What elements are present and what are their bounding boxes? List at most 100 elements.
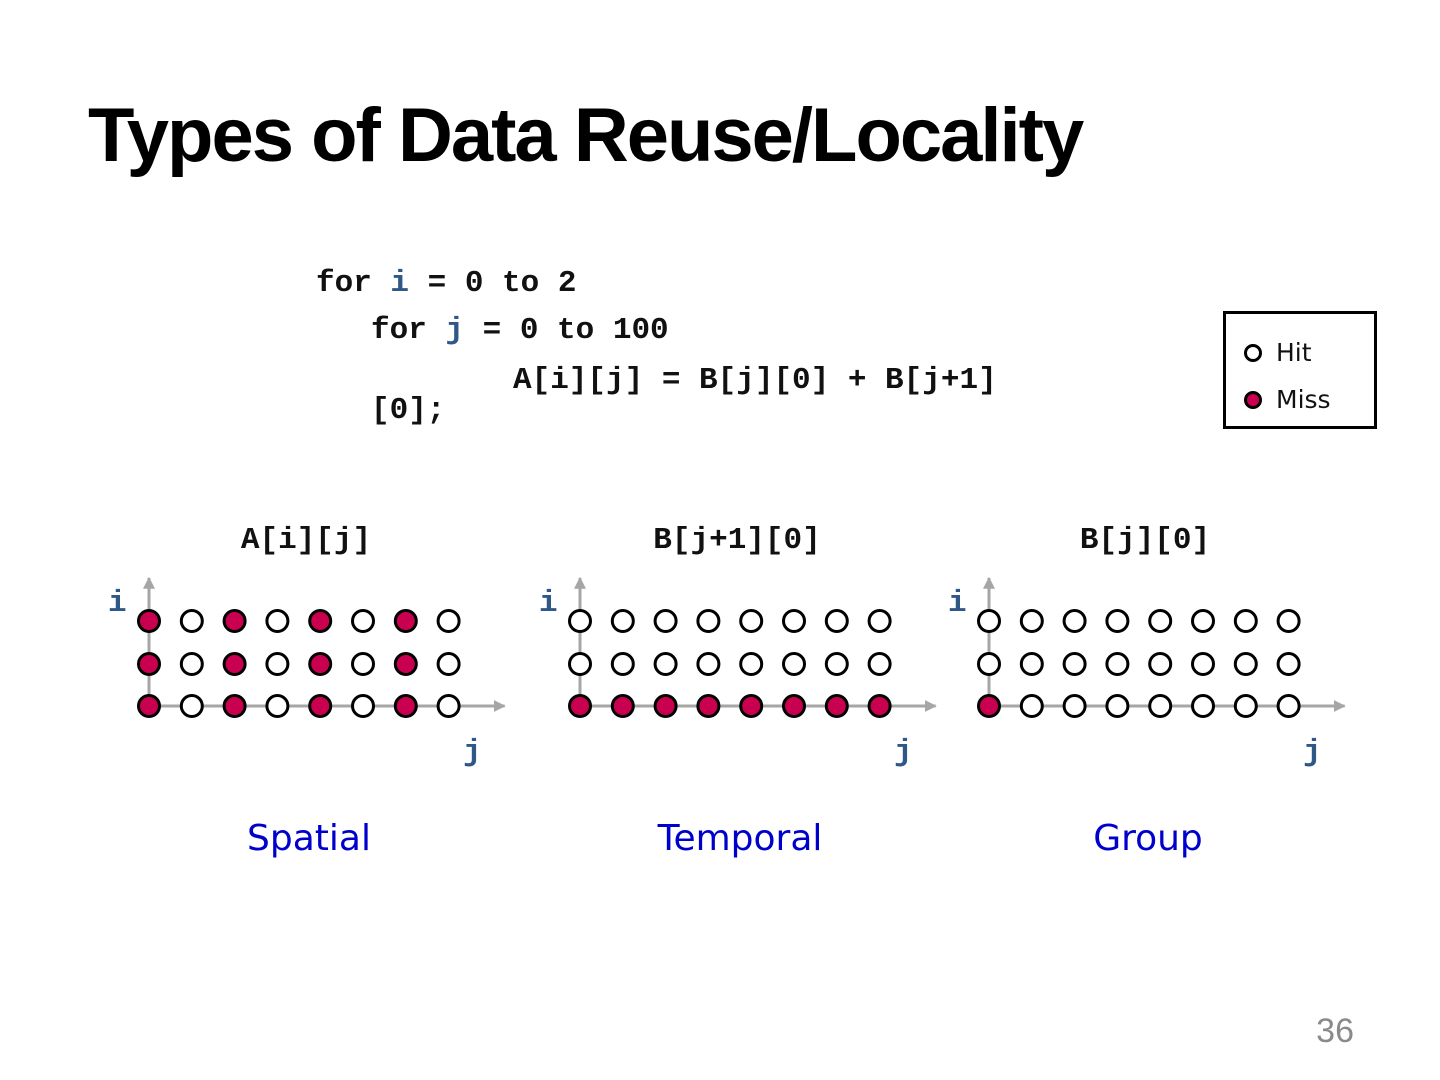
- miss-access-dot: [867, 694, 892, 718]
- miss-access-dot: [222, 609, 247, 633]
- reuse-type-caption: Temporal: [657, 818, 823, 859]
- miss-access-dot: [393, 609, 418, 633]
- i-axis-label: i: [108, 586, 127, 621]
- miss-marker-icon: [1244, 390, 1262, 409]
- legend-miss-label: Miss: [1276, 385, 1331, 414]
- panel-heading: B[j][0]: [1080, 523, 1210, 558]
- code-text: = 0 to 100: [464, 313, 669, 348]
- miss-access-dot: [222, 652, 247, 676]
- hit-access-dot: [1233, 694, 1258, 718]
- j-axis-label: j: [1303, 735, 1322, 770]
- code-keyword: for: [371, 313, 446, 348]
- hit-access-dot: [179, 609, 204, 633]
- hit-access-dot: [1233, 652, 1258, 676]
- panel-heading: A[i][j]: [241, 523, 371, 558]
- page-number: 36: [1316, 1012, 1354, 1050]
- hit-access-dot: [824, 609, 849, 633]
- hit-access-dot: [977, 652, 1001, 676]
- hit-access-dot: [1105, 694, 1130, 718]
- miss-access-dot: [308, 609, 333, 633]
- hit-access-dot: [436, 652, 461, 676]
- legend-hit-label: Hit: [1276, 338, 1312, 367]
- hit-access-dot: [867, 609, 892, 633]
- hit-access-dot: [1191, 609, 1215, 633]
- hit-access-dot: [1062, 694, 1087, 718]
- j-axis-label: j: [894, 735, 913, 770]
- hit-access-dot: [696, 609, 721, 633]
- i-axis-label: i: [948, 586, 967, 621]
- hit-access-dot: [867, 652, 892, 676]
- hit-access-dot: [265, 652, 290, 676]
- hit-access-dot: [436, 694, 461, 718]
- hit-access-dot: [351, 694, 375, 718]
- hit-access-dot: [1062, 609, 1087, 633]
- miss-access-dot: [393, 694, 418, 718]
- hit-access-dot: [436, 609, 461, 633]
- i-axis-label: i: [539, 586, 558, 621]
- hit-access-dot: [739, 652, 764, 676]
- code-line-statement: A[i][j] = B[j][0] + B[j+1]: [513, 363, 997, 398]
- reuse-type-caption: Spatial: [247, 818, 371, 859]
- hit-access-dot: [782, 609, 806, 633]
- hit-access-dot: [351, 652, 375, 676]
- hit-access-dot: [1062, 652, 1087, 676]
- miss-access-dot: [610, 694, 635, 718]
- j-axis-label: j: [463, 735, 482, 770]
- hit-access-dot: [1148, 694, 1173, 718]
- panel-heading: B[j+1][0]: [653, 523, 820, 558]
- hit-access-dot: [1276, 652, 1301, 676]
- code-line-statement-wrap: [0];: [371, 393, 446, 428]
- reuse-type-caption: Group: [1093, 818, 1203, 859]
- hit-access-dot: [1148, 652, 1173, 676]
- miss-access-dot: [782, 694, 806, 718]
- code-var-i: i: [390, 266, 410, 301]
- miss-access-dot: [739, 694, 764, 718]
- code-var-j: j: [445, 313, 465, 348]
- hit-access-dot: [1105, 609, 1130, 633]
- hit-access-dot: [1191, 694, 1215, 718]
- hit-access-dot: [782, 652, 806, 676]
- miss-access-dot: [137, 694, 161, 718]
- miss-access-dot: [653, 694, 678, 718]
- miss-access-dot: [308, 694, 333, 718]
- hit-access-dot: [1019, 652, 1044, 676]
- hit-access-dot: [610, 652, 635, 676]
- hit-access-dot: [568, 609, 592, 633]
- miss-access-dot: [568, 694, 592, 718]
- hit-access-dot: [1148, 609, 1173, 633]
- hit-access-dot: [977, 609, 1001, 633]
- hit-access-dot: [653, 609, 678, 633]
- miss-access-dot: [308, 652, 333, 676]
- miss-access-dot: [222, 694, 247, 718]
- code-text: = 0 to 2: [409, 266, 577, 301]
- slide-title: Types of Data Reuse/Locality: [88, 93, 1084, 178]
- code-keyword: for: [316, 266, 391, 301]
- hit-access-dot: [696, 652, 721, 676]
- hit-access-dot: [1105, 652, 1130, 676]
- hit-access-dot: [1191, 652, 1215, 676]
- hit-access-dot: [1019, 609, 1044, 633]
- hit-access-dot: [179, 652, 204, 676]
- hit-access-dot: [1233, 609, 1258, 633]
- hit-access-dot: [265, 694, 290, 718]
- code-line-inner-loop: for j = 0 to 100: [371, 315, 669, 346]
- hit-access-dot: [653, 652, 678, 676]
- miss-access-dot: [137, 652, 161, 676]
- hit-access-dot: [824, 652, 849, 676]
- miss-access-dot: [137, 609, 161, 633]
- legend-miss: Miss: [1244, 385, 1331, 414]
- hit-access-dot: [179, 694, 204, 718]
- miss-access-dot: [824, 694, 849, 718]
- hit-access-dot: [1276, 694, 1301, 718]
- hit-access-dot: [1276, 609, 1301, 633]
- hit-access-dot: [610, 609, 635, 633]
- code-line-outer-loop: for i = 0 to 2: [316, 268, 576, 299]
- miss-access-dot: [696, 694, 721, 718]
- hit-access-dot: [1019, 694, 1044, 718]
- legend-hit: Hit: [1244, 338, 1312, 367]
